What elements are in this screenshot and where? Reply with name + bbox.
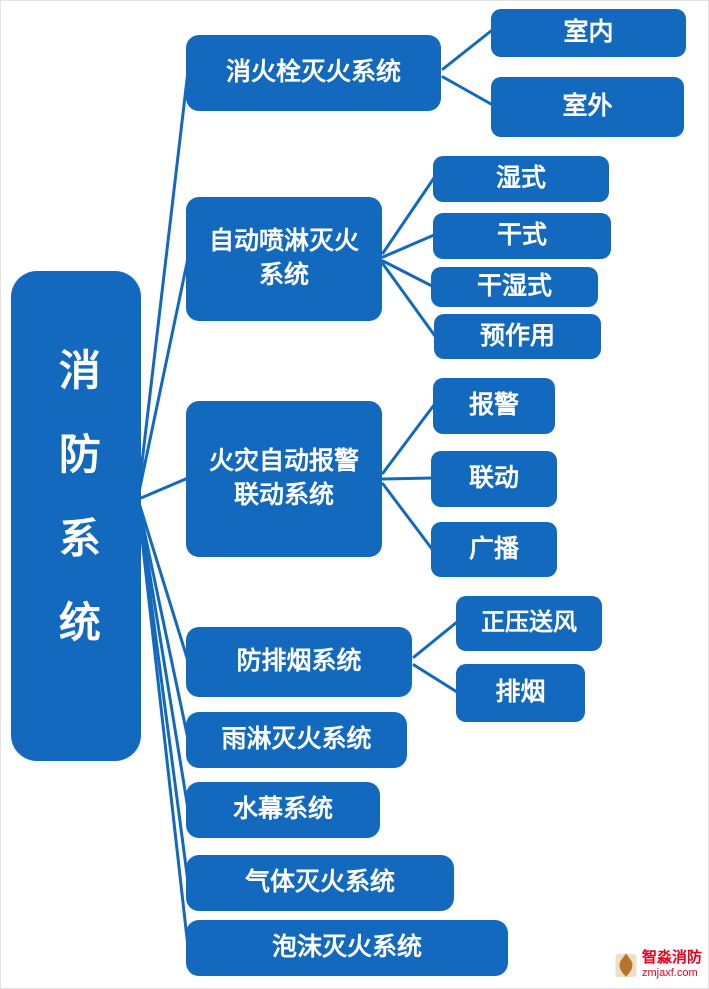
child-positive-pressure-air-supply: 正压送风: [456, 596, 602, 651]
child-preaction-type: 预作用: [434, 314, 601, 359]
edge: [137, 508, 190, 884]
edge: [381, 476, 434, 481]
branch-smoke-control-system: 防排烟系统: [186, 627, 412, 697]
edge: [441, 29, 493, 71]
branch-fire-hydrant-system: 消火栓灭火系统: [186, 35, 441, 111]
branch-foam-extinguishing-system: 泡沫灭火系统: [186, 920, 508, 976]
child-smoke-exhaust: 排烟: [456, 664, 585, 722]
edge: [137, 501, 190, 663]
child-broadcast: 广播: [431, 522, 557, 577]
child-wet-type: 湿式: [433, 156, 609, 202]
watermark: 智淼消防 zmjaxf.com: [614, 950, 702, 980]
child-outdoor: 室外: [491, 77, 684, 137]
edge: [381, 482, 434, 551]
edge: [381, 176, 436, 255]
edge: [137, 504, 190, 741]
watermark-site: zmjaxf.com: [641, 966, 698, 979]
child-dry-type: 干式: [433, 213, 611, 259]
edge: [137, 506, 190, 811]
branch-water-curtain-system: 水幕系统: [186, 782, 380, 838]
edge: [137, 256, 190, 494]
edge: [139, 476, 190, 500]
child-alarm: 报警: [433, 378, 555, 434]
edge: [412, 620, 459, 659]
edge: [137, 69, 190, 490]
branch-fire-alarm-linkage-system: 火灾自动报警 联动系统: [186, 401, 382, 557]
edge: [381, 233, 436, 259]
edge: [441, 75, 493, 106]
child-indoor: 室内: [491, 9, 686, 57]
branch-deluge-system: 雨淋灭火系统: [186, 712, 407, 768]
edge: [381, 259, 434, 288]
edge: [412, 663, 459, 694]
root-node-fire-system: 消防系统: [11, 271, 141, 761]
edge: [137, 510, 190, 949]
branch-auto-sprinkler-system: 自动喷淋灭火 系统: [186, 197, 382, 321]
edge: [381, 403, 436, 475]
branch-gas-extinguishing-system: 气体灭火系统: [186, 855, 454, 911]
edge: [381, 262, 437, 338]
child-linkage: 联动: [431, 451, 557, 507]
watermark-brand-name: 智淼消防: [641, 949, 702, 967]
watermark-logo-icon: [614, 951, 638, 979]
child-dry-wet-type: 干湿式: [431, 267, 598, 307]
